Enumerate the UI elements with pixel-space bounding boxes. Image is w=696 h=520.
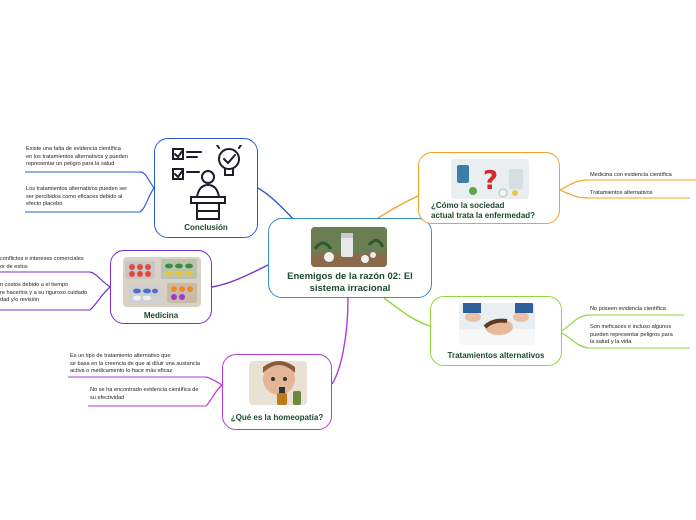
svg-text:?: ? bbox=[483, 166, 498, 196]
link-homeopathy-notes bbox=[205, 376, 223, 386]
link-society-notes bbox=[559, 179, 589, 191]
society-note-2[interactable]: Tratamientos alternativos bbox=[590, 190, 653, 196]
pills-question-mark-photo-icon: ? bbox=[451, 159, 529, 199]
society-node[interactable]: ? ¿Cómo la sociedad actual trata la enfe… bbox=[418, 152, 560, 224]
link-center-medicine bbox=[211, 264, 269, 288]
link-center-treatments bbox=[383, 297, 431, 327]
medicine-node[interactable]: Medicina bbox=[110, 250, 212, 324]
pill-blisters-photo-icon bbox=[123, 257, 201, 307]
link-center-homeopathy bbox=[331, 297, 349, 385]
pills-and-herbs-photo-icon bbox=[311, 227, 387, 267]
society-note-1[interactable]: Medicina con evidencia científica bbox=[590, 172, 672, 178]
conclusion-note-1[interactable]: Existe una falta de evidencia científica… bbox=[26, 146, 128, 168]
central-topic-node[interactable]: Enemigos de la razón 02: El sistema irra… bbox=[268, 218, 432, 298]
treatments-node[interactable]: Tratamientos alternativos bbox=[430, 296, 562, 366]
massage-therapy-photo-icon bbox=[459, 303, 535, 345]
conclusion-note-2[interactable]: Los tratamientos alternativos pueden ser… bbox=[26, 186, 128, 208]
central-title-line1: Enemigos de la razón 02: El bbox=[287, 271, 413, 282]
conclusion-title: Conclusión bbox=[184, 223, 228, 232]
homeopathy-note-2[interactable]: No se ha encontrado evidencia científica… bbox=[90, 387, 199, 401]
link-treatments-notes bbox=[559, 314, 589, 333]
checklist-presentation-lightbulb-icon bbox=[169, 145, 247, 223]
society-title-line1: ¿Cómo la sociedad bbox=[431, 201, 505, 210]
homeopathy-title: ¿Qué es la homeopatía? bbox=[230, 413, 324, 422]
link-conclusion-notes bbox=[139, 171, 155, 189]
conclusion-node[interactable]: Conclusión bbox=[154, 138, 258, 238]
central-title-line2: sistema irracional bbox=[309, 283, 391, 294]
society-title-line2: actual trata la enfermedad? bbox=[431, 211, 536, 220]
treatments-note-1[interactable]: No poseen evidencia científica bbox=[590, 306, 666, 312]
medicine-note-1[interactable]: conflictos e intereses comerciales or de… bbox=[0, 256, 84, 270]
dropper-bottle-photo-icon bbox=[249, 361, 307, 405]
link-medicine-notes bbox=[89, 271, 111, 288]
medicine-title: Medicina bbox=[143, 311, 179, 320]
homeopathy-node[interactable]: ¿Qué es la homeopatía? bbox=[222, 354, 332, 430]
treatments-note-2[interactable]: Son ineficaces e incluso algunos pueden … bbox=[590, 324, 673, 346]
treatments-title: Tratamientos alternativos bbox=[447, 351, 545, 360]
medicine-note-2[interactable]: n costos debido a el tiempo re hacerlos … bbox=[0, 282, 88, 304]
homeopathy-note-1[interactable]: Es un tipo de tratamiento alternativo qu… bbox=[70, 353, 200, 375]
